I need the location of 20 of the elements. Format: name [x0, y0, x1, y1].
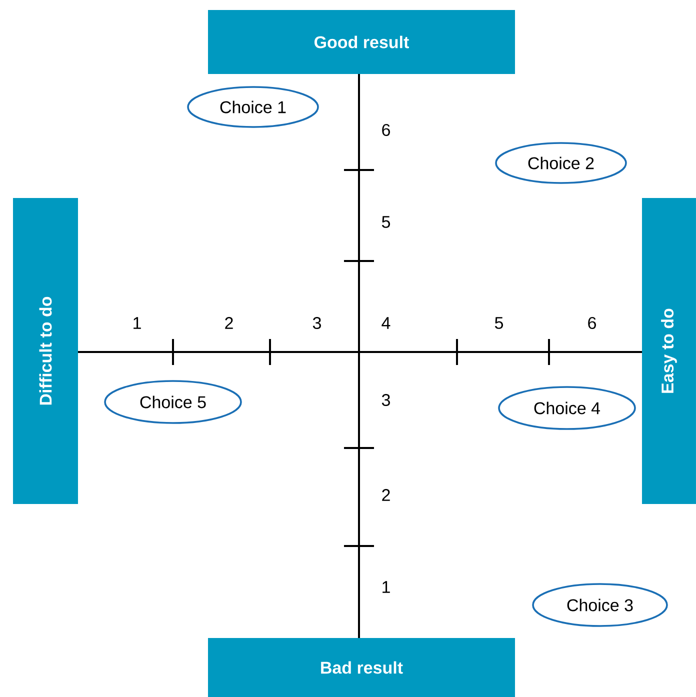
axis-number: 4: [382, 317, 390, 329]
axis-number: 2: [382, 489, 390, 501]
axis-number: 3: [382, 394, 390, 406]
heading-box: Good result: [208, 10, 515, 74]
choice-oval: Choice 3: [532, 583, 668, 627]
choice-oval: Choice 1: [187, 86, 319, 128]
heading-box: Easy to do: [642, 198, 696, 504]
axis-number: 3: [312, 316, 321, 330]
heading-box: Difficult to do: [13, 198, 78, 504]
axis-number: 2: [225, 317, 233, 329]
axis-number: 5: [382, 216, 390, 228]
axis-number: 1: [134, 317, 141, 329]
axis-number: 5: [494, 317, 503, 329]
choice-oval: Choice 5: [104, 380, 242, 424]
axis-number: 6: [588, 316, 596, 330]
axis-number: 1: [382, 581, 390, 593]
choice-oval: Choice 4: [498, 386, 636, 430]
axis-number: 6: [382, 124, 390, 136]
heading-box: Bad result: [208, 638, 515, 697]
choice-oval: Choice 2: [495, 142, 627, 184]
